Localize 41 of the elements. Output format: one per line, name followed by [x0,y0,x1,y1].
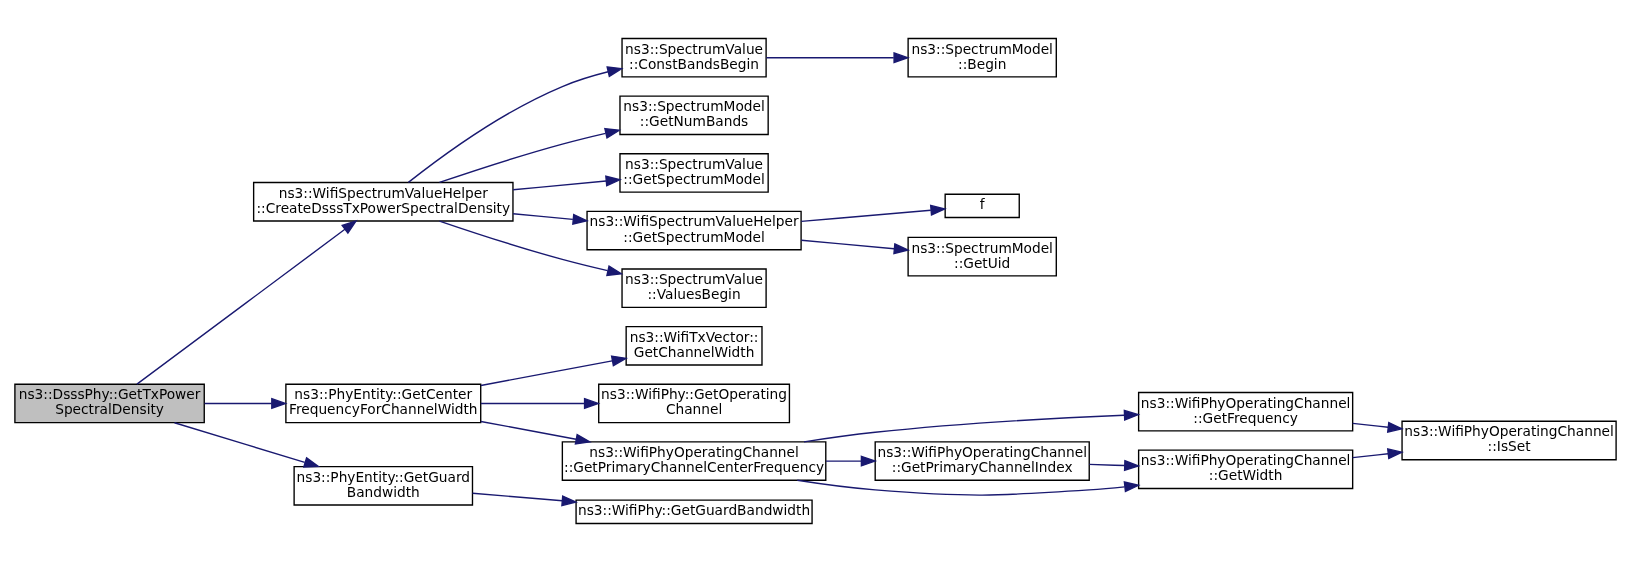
arrow [136,219,358,385]
node-box: ns3::SpectrumValue ::ConstBandsBegin [621,37,767,78]
node-box: ns3::SpectrumModel ::GetNumBands [619,94,769,135]
node-box: ns3::DsssPhy::GetTxPower SpectralDensity [14,383,205,423]
node-box: ns3::WifiSpectrumValueHelper ::GetSpectrumModel [586,210,802,250]
node-box: ns3::WifiPhyOperatingChannel ::GetFrequency [1137,391,1354,432]
arrow [1088,459,1141,471]
arrow [407,65,624,183]
arrow [765,51,910,63]
node-box: ns3::PhyEntity::GetGuard Bandwidth [293,465,474,506]
node-box: ns3::SpectrumModel ::GetUid [907,236,1057,277]
arrow [438,127,622,183]
arrow [825,454,878,467]
arrow [480,397,601,409]
arrow [800,239,911,254]
node-box: ns3::SpectrumValue ::GetSpectrumModel [619,152,769,193]
arrow [203,397,288,409]
arrow [796,479,1141,496]
node-box: ns3::SpectrumValue ::ValuesBegin [621,267,767,308]
node-box: ns3::WifiPhyOperatingChannel ::GetPrimaryChannelCenterFrequency [561,440,827,481]
arrow [803,409,1141,442]
node-box: ns3::WifiTxVector:: GetChannelWidth [625,325,763,366]
arrow [438,219,624,276]
node-box: ns3::SpectrumModel ::Begin [907,37,1057,78]
node-box: f [944,193,1020,218]
node-box: ns3::WifiPhyOperatingChannel ::IsSet [1401,420,1617,460]
arrow [480,354,628,386]
arrow [800,204,947,222]
node-box: ns3::WifiPhyOperatingChannel ::GetPrimaryChannelIndex [874,440,1090,481]
node-box: ns3::WifiSpectrumValueHelper ::CreateDsssTxPowerSpectralDensity [252,181,514,222]
arrow [1352,447,1404,459]
node-box: ns3::PhyEntity::GetCenter FrequencyForChannelWidth [285,383,482,423]
arrow [480,420,592,445]
arrow [173,421,321,468]
node-box: ns3::WifiPhyOperatingChannel ::GetWidth [1137,448,1354,489]
node-box: ns3::WifiPhy::GetOperating Channel [598,383,791,423]
arrow [512,212,589,225]
arrow [1352,421,1404,433]
arrow [512,174,622,190]
node-box: ns3::WifiPhy::GetGuardBandwidth [575,499,813,524]
arrow [471,492,579,506]
